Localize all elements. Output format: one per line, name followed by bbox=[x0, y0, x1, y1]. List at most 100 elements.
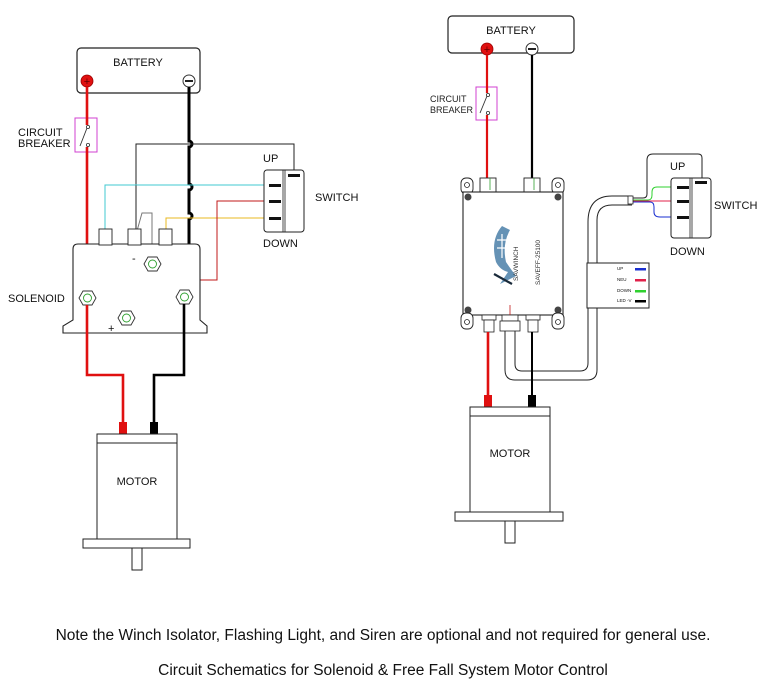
left-solenoid-plus-label: + bbox=[108, 323, 114, 335]
left-breaker-label-2: BREAKER bbox=[18, 138, 71, 150]
legend-swatch-up bbox=[635, 268, 646, 271]
left-motor-flange bbox=[82, 538, 191, 549]
svg-text:UP: UP bbox=[617, 266, 623, 271]
right-switch-up-label: UP bbox=[670, 161, 685, 173]
left-solenoid-spade-terminal bbox=[127, 228, 142, 246]
right-rocker-switch bbox=[670, 177, 712, 239]
left-solenoid-body bbox=[62, 243, 208, 334]
minus-icon bbox=[185, 80, 193, 82]
right-motor-cap bbox=[469, 406, 551, 417]
left-breaker-switch-arm bbox=[79, 127, 88, 147]
left-motor-cap bbox=[96, 433, 178, 444]
right-motor-shaft bbox=[504, 520, 516, 544]
right-switch-down-label: DOWN bbox=[670, 246, 705, 258]
legend-item: LED -V bbox=[617, 298, 646, 303]
left-up-wire bbox=[104, 184, 270, 229]
right-controller-cable-gland bbox=[499, 305, 521, 332]
right-controller-output-terminal bbox=[525, 314, 541, 321]
left-breaker-contact bbox=[86, 142, 91, 147]
left-switch-pin bbox=[269, 184, 281, 187]
left-ground-loop-wire bbox=[134, 212, 153, 256]
right-controller-screw bbox=[464, 306, 472, 314]
svg-text:NEU: NEU bbox=[617, 277, 627, 282]
left-motor-shaft bbox=[131, 547, 143, 571]
right-control-cable-outer bbox=[504, 204, 632, 381]
left-solenoid-spade-terminal bbox=[158, 228, 173, 246]
right-switch-pin bbox=[695, 181, 707, 184]
right-controller-screw bbox=[554, 306, 562, 314]
controller-brand-label: SAVWINCH bbox=[513, 246, 520, 281]
right-breaker-contact bbox=[485, 93, 490, 98]
legend-item: NEU bbox=[617, 277, 646, 282]
right-battery bbox=[447, 15, 575, 54]
left-down-wire bbox=[165, 217, 270, 229]
right-controller-mount-ear bbox=[460, 312, 474, 330]
right-led-wire bbox=[632, 153, 703, 199]
left-switch-pin bbox=[269, 200, 281, 203]
right-controller-mount-ear bbox=[551, 312, 565, 330]
savwinch-fish-logo-icon bbox=[493, 226, 516, 285]
left-solenoid-minus-terminal bbox=[143, 256, 162, 272]
left-switch-pin bbox=[269, 217, 281, 220]
left-motor-label: MOTOR bbox=[117, 476, 158, 488]
left-motor-negative-wire bbox=[152, 304, 186, 425]
right-cable-end bbox=[627, 195, 634, 205]
legend-item: DOWN bbox=[617, 288, 646, 293]
right-down-wire bbox=[632, 186, 687, 201]
left-motor-negative-lug bbox=[150, 422, 158, 434]
right-motor-flange bbox=[454, 511, 564, 522]
svg-text:DOWN: DOWN bbox=[617, 288, 631, 293]
right-switch-label: SWITCH bbox=[714, 200, 757, 212]
left-motor-positive-lug bbox=[119, 422, 127, 434]
right-control-cable-inner bbox=[514, 195, 632, 372]
right-controller-mount-ear bbox=[460, 177, 474, 195]
right-controller-screw bbox=[554, 193, 562, 201]
right-up-wire bbox=[632, 201, 687, 218]
left-solenoid-left-post bbox=[78, 290, 97, 306]
right-controller-output-terminal bbox=[527, 319, 539, 333]
right-controller-output-terminal bbox=[481, 314, 497, 321]
right-controller-output-terminal bbox=[483, 319, 495, 333]
left-solenoid-plus-terminal bbox=[117, 310, 136, 326]
right-controller-input-terminal bbox=[479, 177, 497, 193]
legend-swatch-down bbox=[635, 290, 646, 293]
right-motor-positive-lug bbox=[484, 395, 492, 407]
controller-model-label: SAVEFF-25100 bbox=[535, 240, 542, 285]
right-switch-pin bbox=[677, 200, 689, 203]
right-diagram: BATTERY + CIRCUIT BREAKER bbox=[430, 15, 757, 544]
right-breaker-label-1: CIRCUIT bbox=[430, 94, 467, 104]
right-switch-pin bbox=[677, 186, 689, 189]
left-solenoid-right-post bbox=[175, 289, 194, 305]
left-solenoid-spade-terminal bbox=[98, 228, 113, 246]
left-switch-down-label: DOWN bbox=[263, 238, 298, 250]
svg-text:LED -V: LED -V bbox=[617, 298, 632, 303]
minus-icon bbox=[528, 48, 536, 50]
right-battery-label: BATTERY bbox=[486, 25, 536, 37]
right-controller-input-terminal bbox=[523, 177, 541, 193]
left-solenoid-label: SOLENOID bbox=[8, 293, 65, 305]
right-breaker-label-2: BREAKER bbox=[430, 105, 474, 115]
right-breaker-switch-arm bbox=[479, 95, 488, 114]
left-motor-positive-wire bbox=[85, 305, 125, 425]
figure-caption: Circuit Schematics for Solenoid & Free F… bbox=[158, 662, 608, 679]
left-switch-label: SWITCH bbox=[315, 192, 358, 204]
left-solenoid-minus-label: - bbox=[132, 253, 136, 265]
right-motor-label: MOTOR bbox=[490, 448, 531, 460]
legend-swatch-led bbox=[635, 300, 646, 303]
left-diagram: BATTERY + CIRCUIT BREAKER bbox=[8, 47, 358, 571]
plus-icon: + bbox=[84, 76, 90, 88]
left-breaker-label-1: CIRCUIT bbox=[18, 127, 63, 139]
left-switch-up-label: UP bbox=[263, 153, 278, 165]
right-switch-pin bbox=[677, 216, 689, 219]
right-controller-screw bbox=[464, 193, 472, 201]
right-motor-negative-lug bbox=[528, 395, 536, 407]
left-breaker-contact bbox=[86, 125, 91, 130]
legend-swatch-neu bbox=[635, 279, 646, 282]
left-switch-pin bbox=[288, 174, 300, 177]
right-motor-body bbox=[469, 415, 551, 513]
right-breaker-contact bbox=[485, 111, 490, 116]
plus-icon: + bbox=[484, 44, 490, 56]
legend-item: UP bbox=[617, 266, 646, 271]
left-battery-label: BATTERY bbox=[113, 57, 163, 69]
